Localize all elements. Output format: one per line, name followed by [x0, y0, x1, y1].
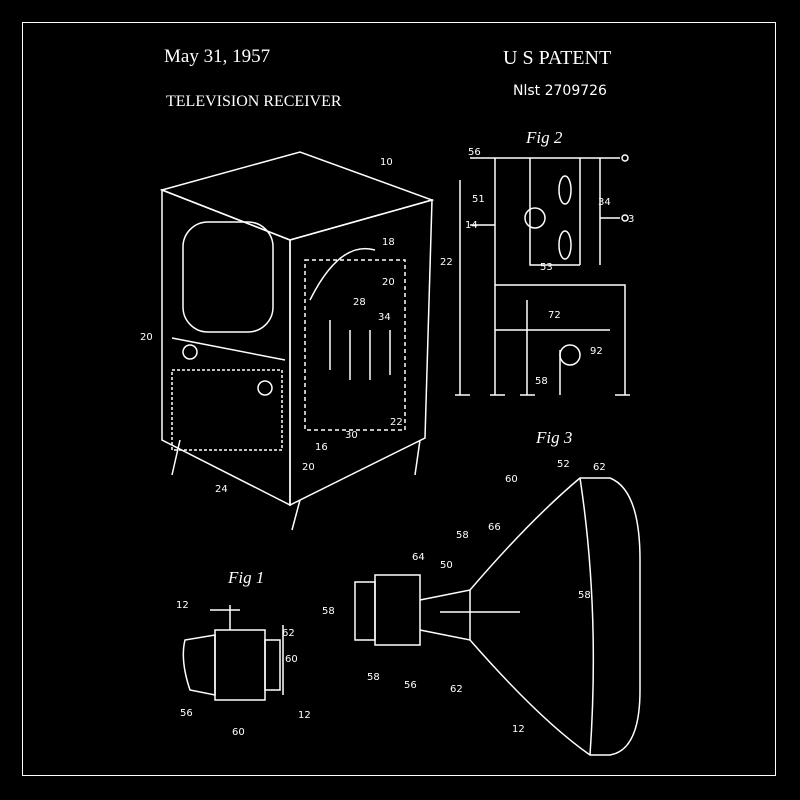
label: 20 [302, 462, 315, 473]
label: 56 [404, 680, 417, 691]
label: 51 [472, 194, 485, 205]
label: 58 [322, 606, 335, 617]
label: 50 [440, 560, 453, 571]
label: 28 [353, 297, 366, 308]
patent-label: U S PATENT [503, 47, 612, 69]
label: 22 [440, 257, 453, 268]
label: 12 [176, 600, 189, 611]
label: 58 [535, 376, 548, 387]
label: 20 [140, 332, 153, 343]
label: 20 [382, 277, 395, 288]
tv-cabinet-drawing [159, 151, 435, 531]
label: 52 [557, 459, 570, 470]
label: 62 [282, 628, 295, 639]
crt-drawing [354, 477, 641, 756]
label: 3 [628, 214, 634, 225]
label: 72 [548, 310, 561, 321]
label: 62 [450, 684, 463, 695]
label: 60 [285, 654, 298, 665]
fig1-gun-drawing [182, 605, 284, 701]
label: 92 [590, 346, 603, 357]
patent-title: TELEVISION RECEIVER [166, 93, 342, 110]
label: 60 [232, 727, 245, 738]
patent-number: Nlst 2709726 [513, 83, 607, 99]
label: 30 [345, 430, 358, 441]
label: 10 [380, 157, 393, 168]
label: 16 [315, 442, 328, 453]
label: 53 [540, 262, 553, 273]
label: 58 [367, 672, 380, 683]
label: 58 [578, 590, 591, 601]
label: 12 [298, 710, 311, 721]
label: 24 [215, 484, 228, 495]
label: 22 [390, 417, 403, 428]
patent-date: May 31, 1957 [164, 46, 271, 67]
fig1-caption: Fig 1 [228, 568, 265, 587]
label: 56 [180, 708, 193, 719]
poster-frame [22, 22, 776, 776]
label: 12 [512, 724, 525, 735]
label: 18 [382, 237, 395, 248]
label: 64 [412, 552, 425, 563]
label: 58 [456, 530, 469, 541]
fig2-caption: Fig 2 [526, 128, 563, 147]
label: 34 [598, 197, 611, 208]
fig3-caption: Fig 3 [536, 428, 573, 447]
reference-numerals: 10 18 20 28 34 20 16 30 22 20 24 56 51 1… [140, 147, 634, 738]
circuit-drawing [455, 154, 630, 396]
label: 66 [488, 522, 501, 533]
label: 62 [593, 462, 606, 473]
label: 14 [465, 220, 478, 231]
label: 56 [468, 147, 481, 158]
label: 34 [378, 312, 391, 323]
label: 60 [505, 474, 518, 485]
